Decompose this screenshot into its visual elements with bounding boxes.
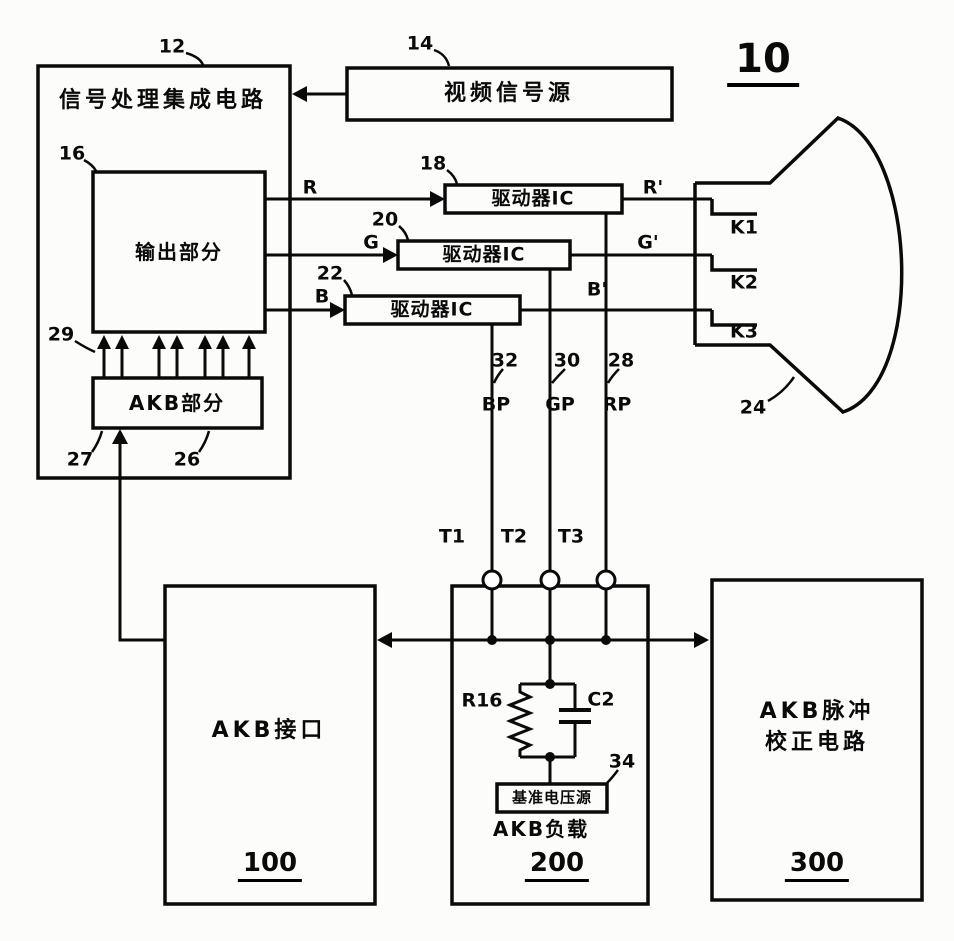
ref-22: 22 [316,262,344,285]
driver-r-label: 驱动器IC [491,187,575,210]
ref-27: 27 [66,448,94,471]
akb-interface-label: AKB接口 [211,718,327,743]
ref-300: 300 [784,850,850,882]
terminal-t1 [481,569,503,591]
akb-pulse-label-line2: 校正电路 [764,730,870,755]
crt-outline [693,115,904,414]
ref-20: 20 [371,208,399,231]
resistor-r16-label: R16 [461,689,503,712]
akb-load-label: AKB负载 [492,817,590,841]
terminal-t3 [595,569,617,591]
signal-g-prime: G' [637,231,659,254]
signal-b: B [314,285,330,308]
capacitor-c2 [559,684,591,757]
ref-24: 24 [739,396,767,419]
terminals [481,569,617,591]
ref-30: 30 [553,349,581,372]
box-signal-processor [36,64,292,480]
cathode-k1-label: K1 [730,216,758,239]
wire-video-to-processor [292,86,347,102]
akb-load-network [495,640,609,814]
signal-processor-label: 信号处理集成电路 [58,88,268,113]
cathode-k2 [710,255,757,272]
ref-14: 14 [406,32,434,55]
reference-voltage-label: 基准电压源 [511,788,593,807]
ref-29: 29 [47,323,75,346]
ref-12: 12 [158,35,186,58]
video-source-label: 视频信号源 [443,81,575,106]
cathode-k2-label: K2 [730,271,758,294]
ref-32: 32 [491,349,519,372]
ref-16: 16 [58,142,86,165]
ref-18: 18 [419,152,447,175]
box-output-section [91,170,267,334]
signal-g: G [363,231,379,254]
signal-r: R [302,176,318,199]
signal-bp: BP [481,393,511,416]
ref-200: 200 [524,850,590,882]
ref-34: 34 [608,750,636,773]
ref-100: 100 [237,850,303,882]
bus-line [377,632,709,648]
signal-gp: GP [545,393,575,416]
box-reference-voltage [495,782,609,814]
signal-rp: RP [602,393,632,416]
wires-rgb-out [520,197,712,312]
terminal-t3-label: T3 [557,525,585,548]
wires-pulse-drops [490,213,608,640]
box-akb-interface [163,584,377,906]
cathode-k1 [710,199,757,216]
box-akb-pulse [710,578,924,902]
signal-r-prime: R' [642,176,664,199]
ref-leaders [74,48,796,784]
resistor-r16 [505,684,535,757]
capacitor-c2-label: C2 [587,688,615,711]
akb-pulse-label-line1: AKB脉冲 [759,699,875,724]
driver-b-label: 驱动器IC [390,298,474,321]
wire-feedback [112,429,165,642]
akb-feedback-arrows [97,335,256,378]
terminal-t2 [539,569,561,591]
terminal-t1-label: T1 [438,525,466,548]
figure-number: 10 [727,39,799,87]
ref-26: 26 [173,448,201,471]
driver-g-label: 驱动器IC [442,243,526,266]
crt-cathodes [710,199,757,327]
signal-b-prime: B' [586,278,608,301]
output-section-label: 输出部分 [135,240,223,264]
terminal-t2-label: T2 [500,525,528,548]
wires-rgb-in [265,191,445,318]
akb-section-label: AKB部分 [128,391,226,415]
cathode-k3 [710,310,757,327]
ref-28: 28 [607,349,635,372]
cathode-k3-label: K3 [730,320,758,343]
